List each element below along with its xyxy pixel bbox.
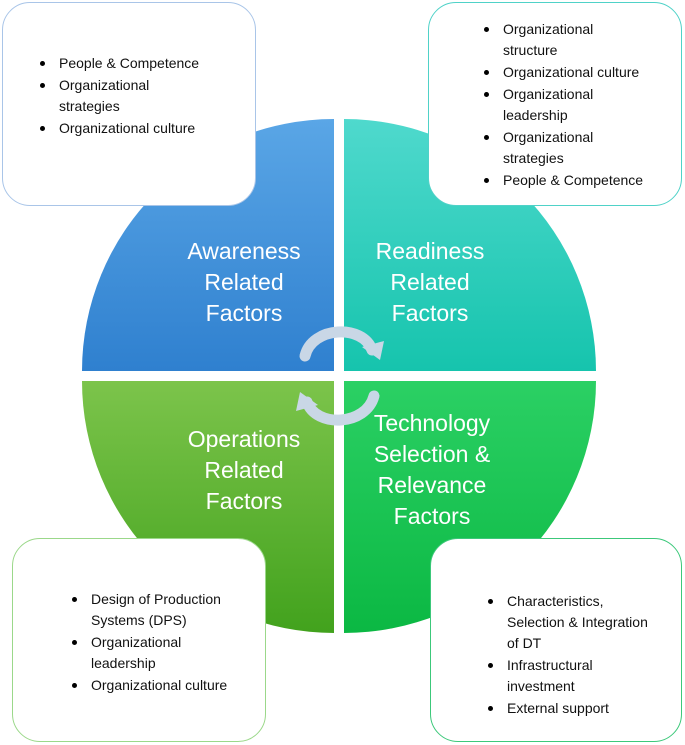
list-item: Organizational culture: [484, 62, 673, 83]
readiness-label: Readiness Related Factors: [375, 238, 485, 326]
awareness-quadrant: [82, 119, 334, 371]
operations-label: Operations Related Factors: [187, 426, 301, 514]
list-item: Organizational culture: [72, 675, 257, 696]
technology-quadrant: [344, 381, 596, 633]
technology-label: Technology Selection & Relevance Factors: [373, 410, 491, 529]
list-item: People & Competence: [484, 170, 673, 191]
list-item: People & Competence: [40, 53, 245, 74]
readiness-quadrant: [344, 119, 596, 371]
list-item: External support: [488, 698, 675, 719]
circular-arrows-icon: [296, 326, 384, 426]
list-item: Organizational culture: [40, 118, 245, 139]
awareness-label: Awareness Related Factors: [187, 238, 301, 326]
operations-quadrant: [82, 381, 334, 633]
